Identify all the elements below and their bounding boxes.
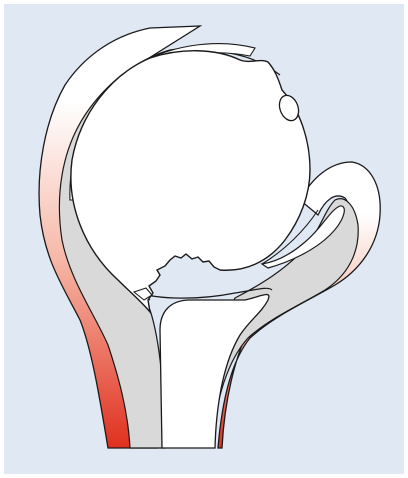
bone-shaft <box>160 295 269 448</box>
